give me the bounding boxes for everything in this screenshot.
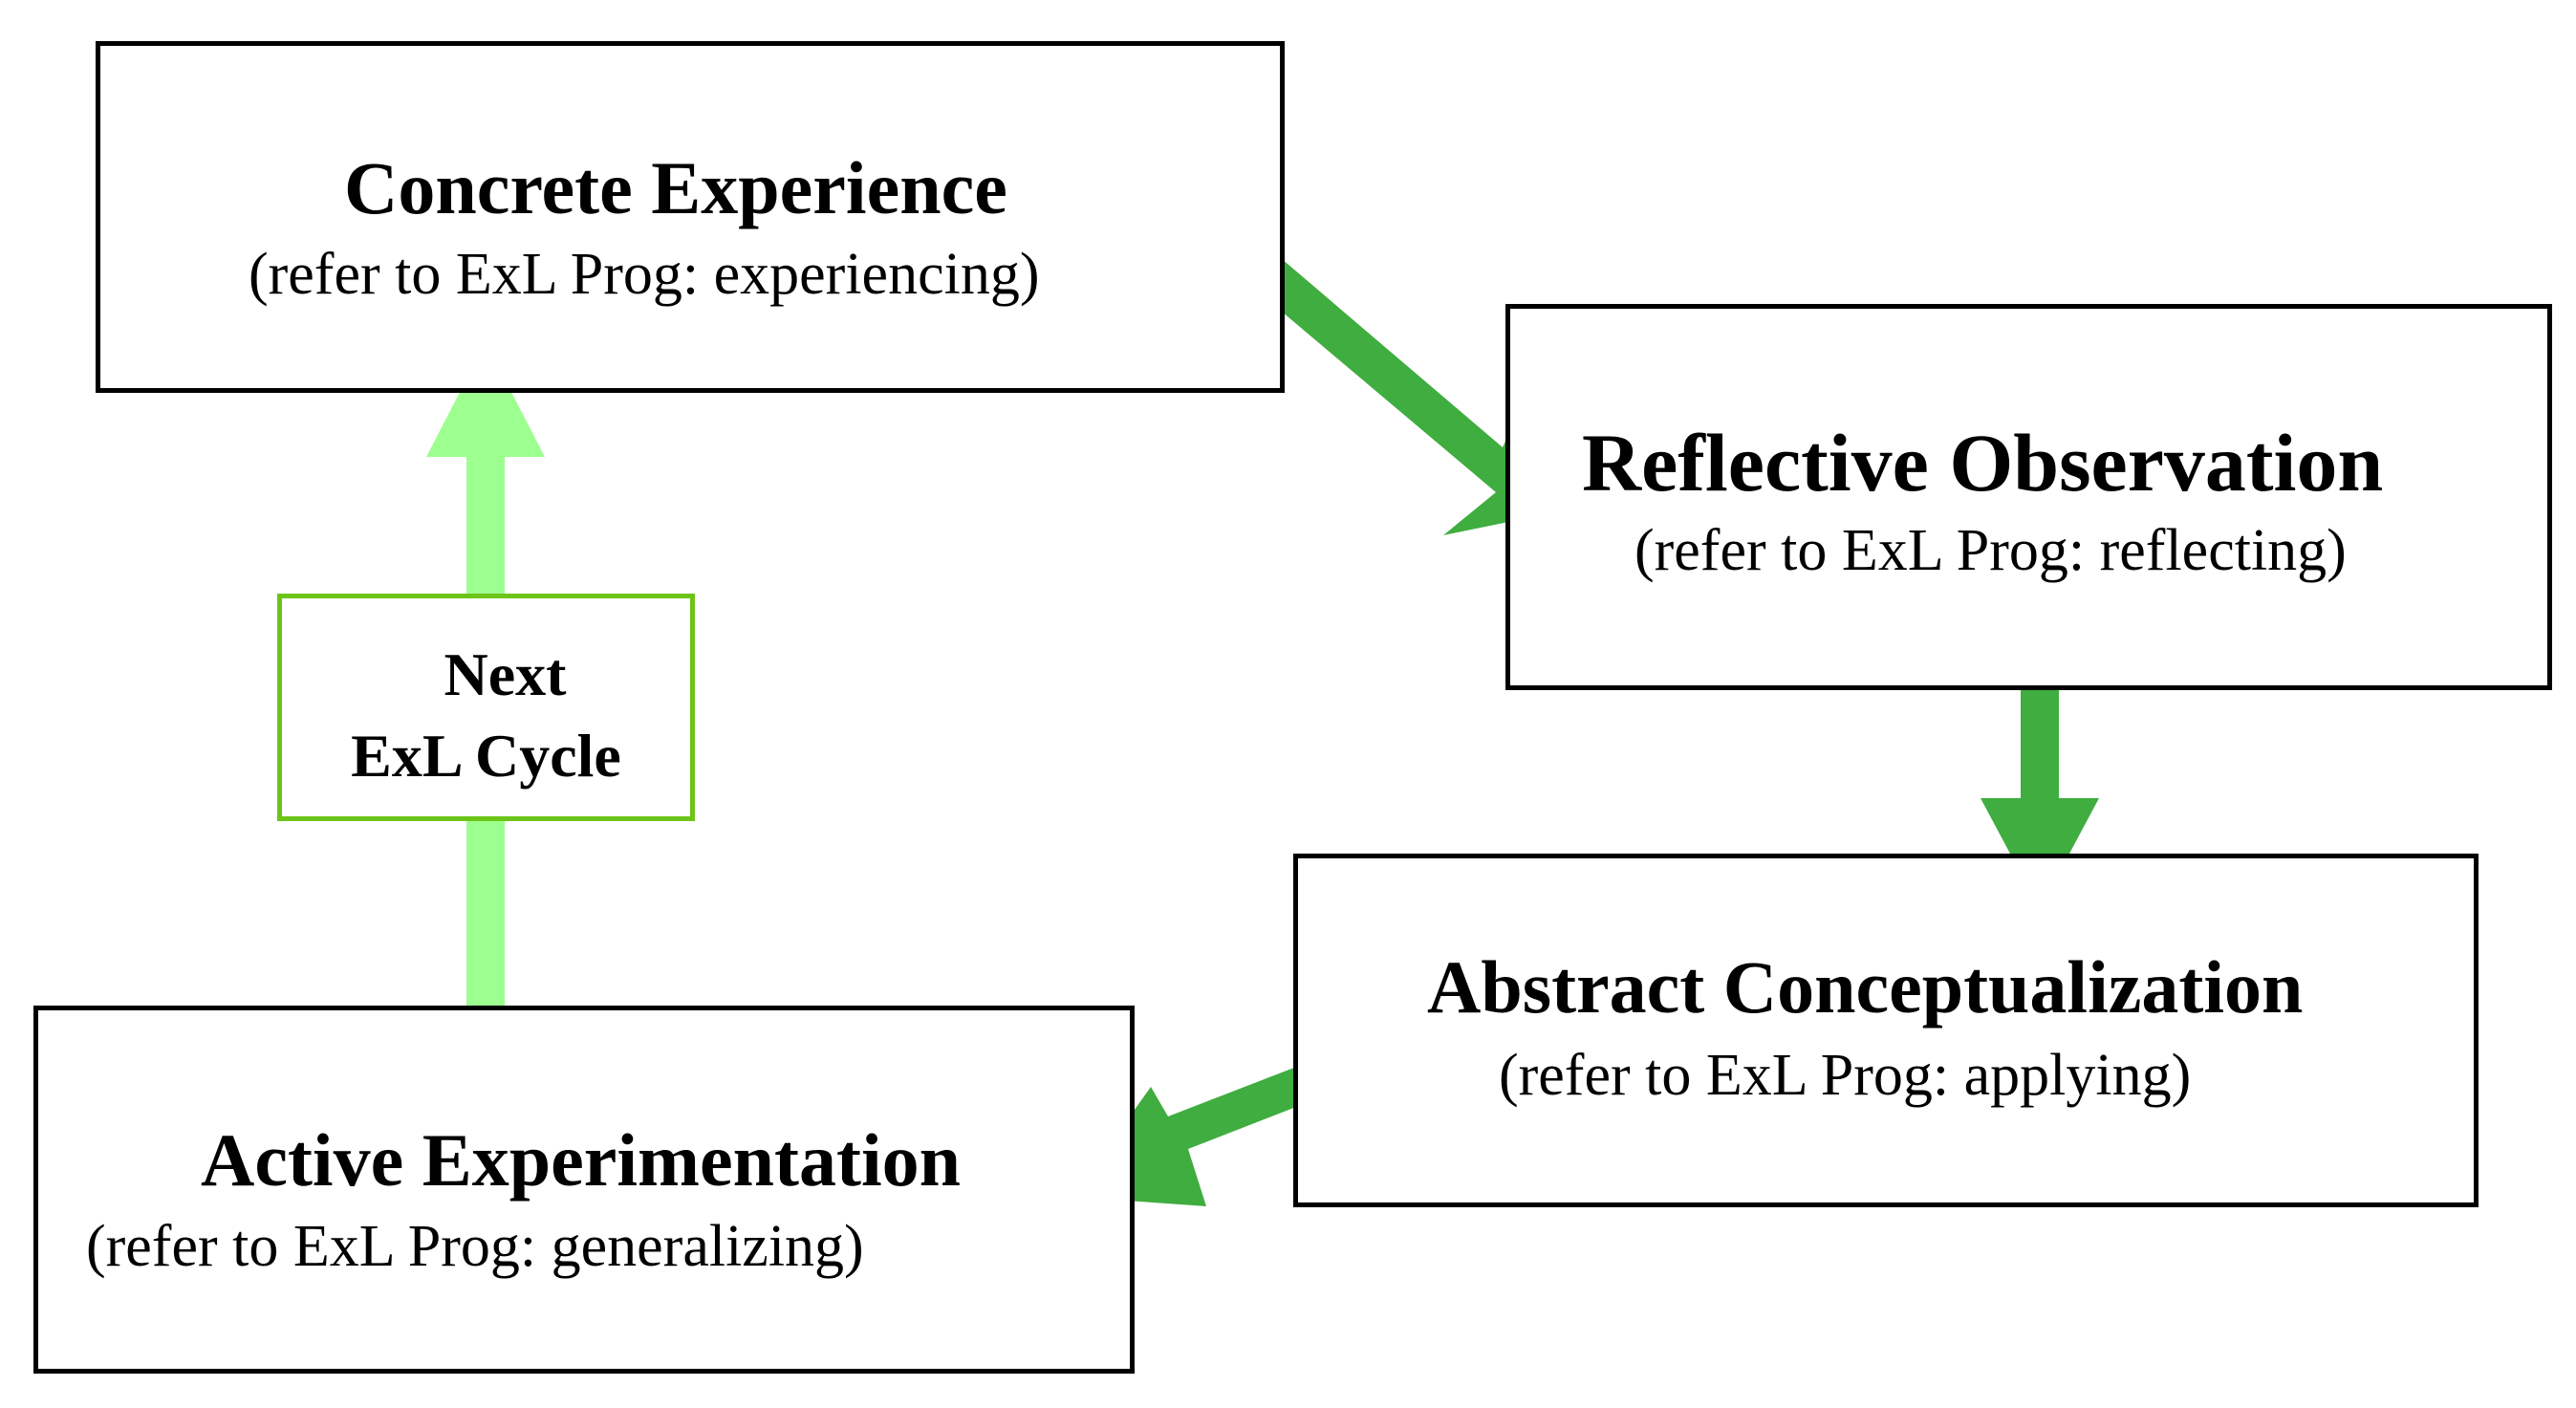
concrete-experience-subtitle: (refer to ExL Prog: experiencing): [249, 242, 1040, 307]
arrow-ce-to-ro: [1202, 214, 1560, 535]
concrete-experience-box: Concrete Experience (refer to ExL Prog: …: [96, 41, 1285, 393]
reflective-observation-subtitle: (refer to ExL Prog: reflecting): [1634, 518, 2347, 583]
active-experimentation-title: Active Experimentation: [201, 1118, 962, 1202]
abstract-conceptualization-title: Abstract Conceptualization: [1427, 945, 2304, 1029]
next-cycle-label-line2: ExL Cycle: [351, 722, 621, 790]
concrete-experience-title: Concrete Experience: [344, 146, 1007, 229]
arrow-ro-to-ac: [1981, 636, 2099, 909]
next-cycle-label-line1: Next: [444, 640, 567, 708]
abstract-conceptualization-box: Abstract Conceptualization (refer to ExL…: [1293, 854, 2479, 1207]
abstract-conceptualization-subtitle: (refer to ExL Prog: applying): [1499, 1043, 2192, 1108]
next-exl-cycle-box: Next ExL Cycle: [277, 594, 695, 821]
reflective-observation-title: Reflective Observation: [1582, 417, 2384, 509]
reflective-observation-box: Reflective Observation (refer to ExL Pro…: [1505, 304, 2552, 690]
active-experimentation-box: Active Experimentation (refer to ExL Pro…: [33, 1006, 1135, 1374]
active-experimentation-subtitle: (refer to ExL Prog: generalizing): [86, 1214, 864, 1279]
